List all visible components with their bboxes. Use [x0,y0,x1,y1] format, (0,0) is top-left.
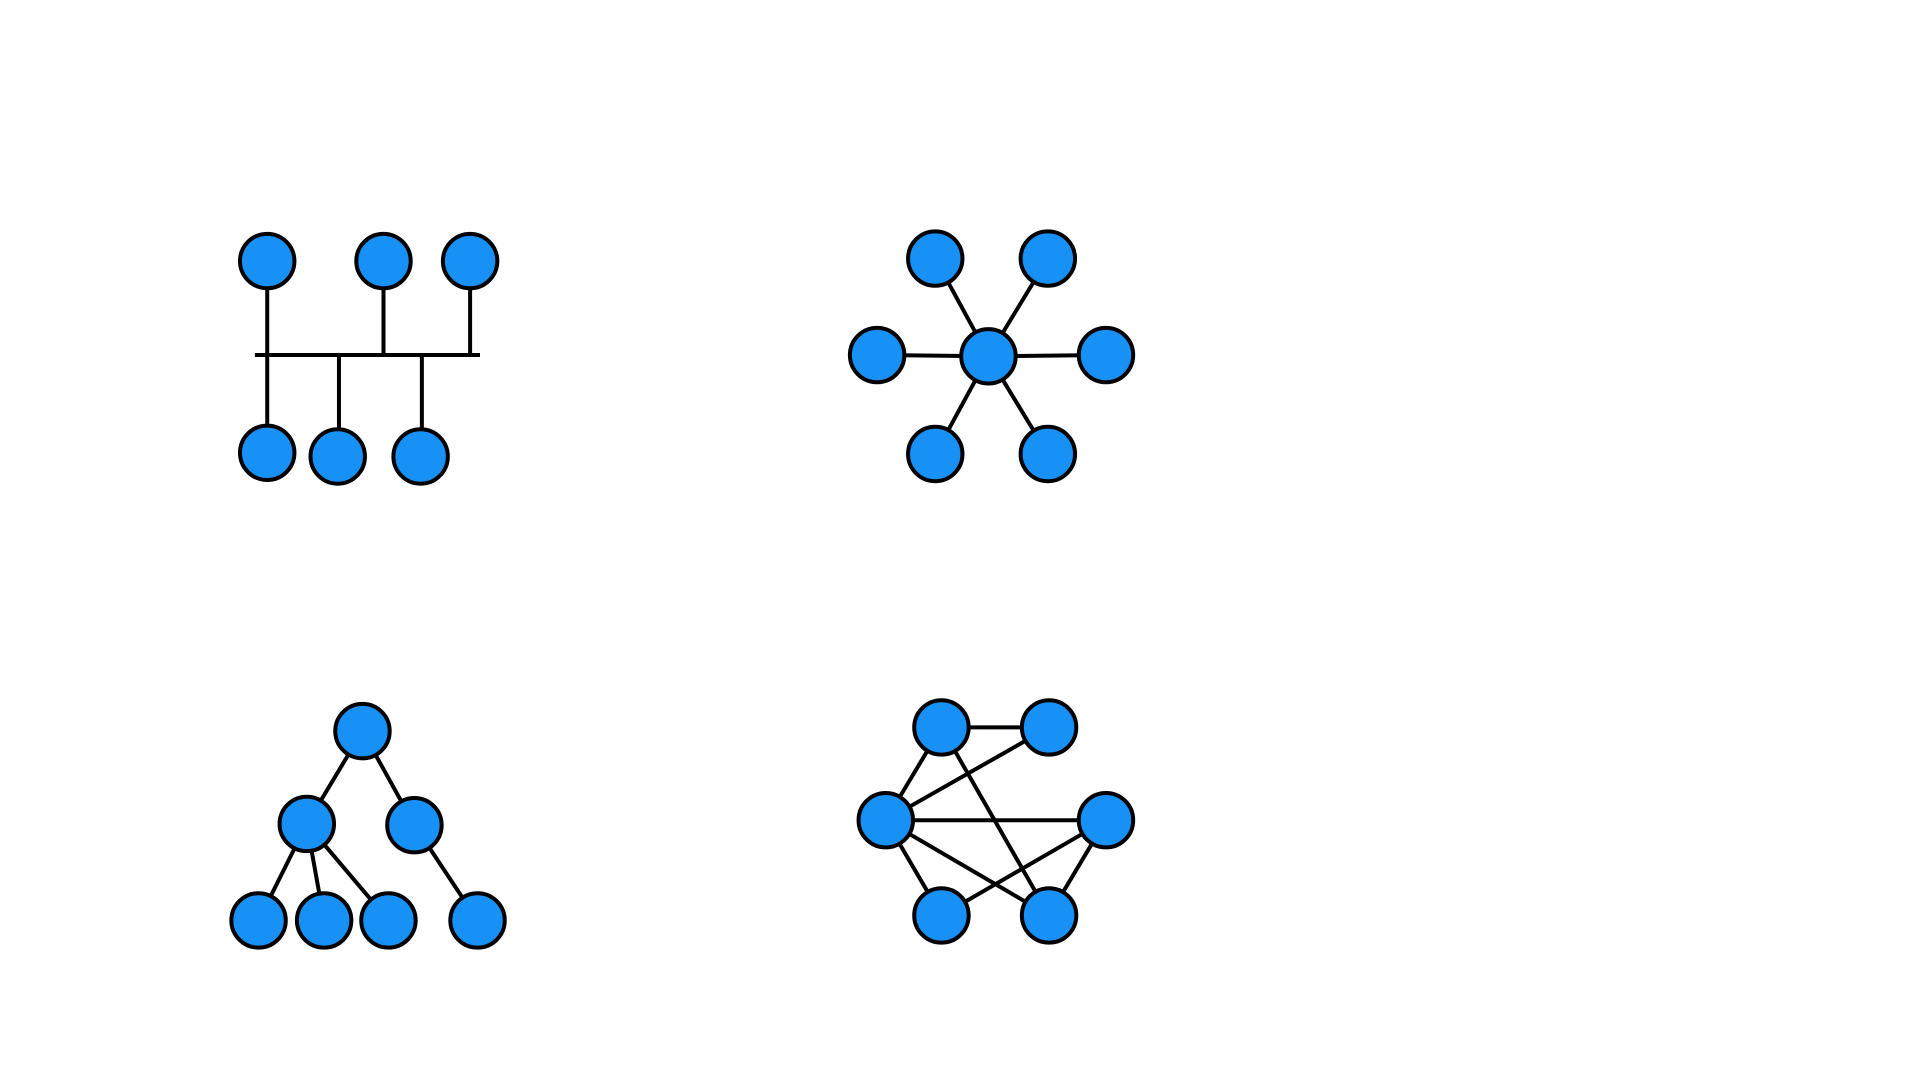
tree-branch-node [385,795,444,855]
star-outer-node [1018,229,1078,288]
bus-node [391,427,450,486]
star-outer-node [847,325,907,385]
bus-node [238,231,297,291]
mesh-node [1019,886,1079,945]
tree-branch-node [277,794,337,854]
mesh-link-line [940,818,1107,918]
star-outer-node [1076,325,1136,385]
star-outer-node [906,424,965,484]
mesh-node [912,886,971,945]
tree-leaf-node [448,891,507,950]
tree-leaf-node [359,891,418,950]
tree-topology-diagram [229,701,507,950]
bus-node [440,231,500,291]
bus-topology-diagram [238,231,500,486]
mesh-node [912,698,971,757]
mesh-link-line [884,818,1051,918]
bus-node [238,423,297,483]
mesh-node [856,790,915,850]
mesh-node [1076,790,1136,850]
star-topology-diagram [847,229,1136,484]
bus-node [354,231,413,291]
star-outer-node [906,229,965,288]
mesh-topology-diagram [856,698,1136,945]
tree-leaf-node [294,891,354,950]
tree-root-node [333,701,392,761]
tree-leaf-node [229,891,288,950]
bus-node [308,427,367,486]
mesh-node [1019,698,1079,757]
star-outer-node [1018,424,1078,484]
star-hub-node [959,327,1018,386]
